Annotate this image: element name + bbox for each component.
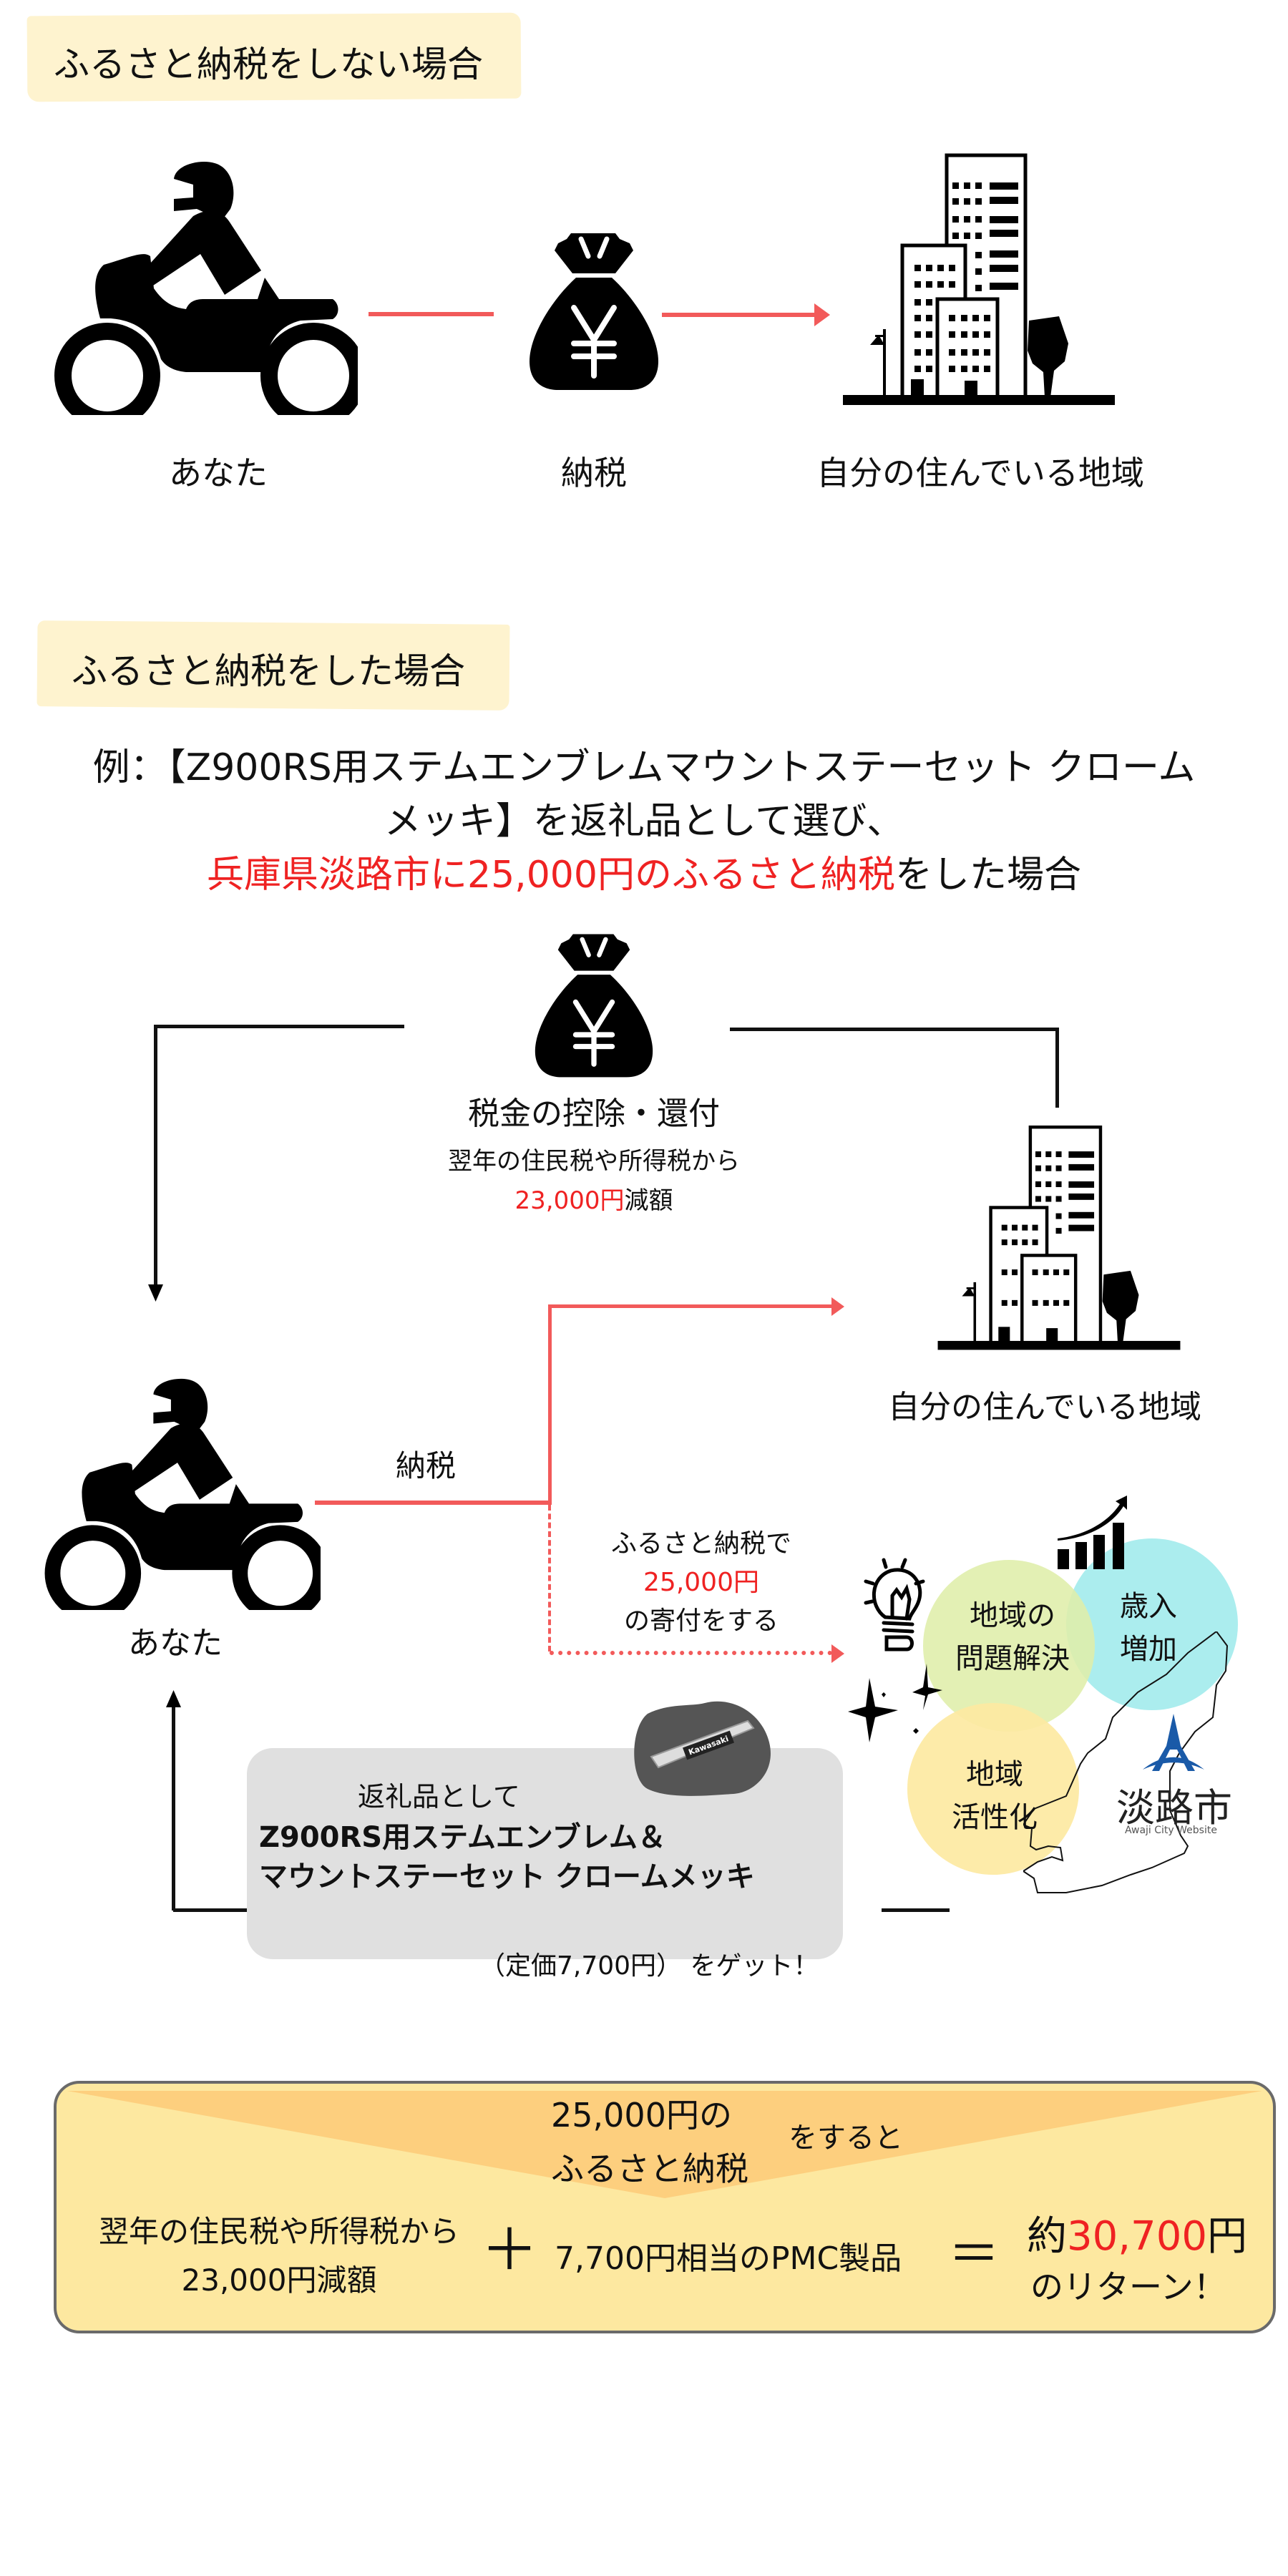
city-logo-sub: Awaji City Website [1125,1825,1217,1836]
deduction-amount: 23,000円減額 [514,1186,673,1215]
arrow-head-icon [831,1644,844,1663]
example-line-1: 例：【Z900RS用ステムエンブレムマウントステーセット クローム [92,746,1196,789]
benefit-circle-problem [923,1560,1095,1732]
example-highlight: 兵庫県淡路市に25,000円のふるさと納税 [207,854,895,897]
donation-line-3: の寄付をする [623,1606,779,1636]
gift-intro: 返礼品として [358,1781,520,1813]
refund-line [882,1908,950,1912]
arrow-head-icon [814,303,830,326]
sparkle-icon [848,1664,942,1742]
motorcycle-rider-icon [44,1378,321,1610]
section1-heading: ふるさと納税をしない場合 [54,44,483,85]
refund-line [154,1025,404,1028]
arrow-down-icon [148,1284,163,1302]
city-logo-name: 淡路市 [1116,1785,1232,1830]
benefit-text-problem: 地域の 問題解決 [955,1599,1070,1675]
label-you: あなた [169,454,268,492]
gift-product-line-1: Z900RS用ステムエンブレム＆ [259,1821,666,1854]
summary-box [54,2081,1276,2333]
you-label: あなた [128,1625,223,1662]
growth-chart-icon [1058,1496,1127,1569]
flow-arrow [662,313,819,317]
gift-product-line-2: マウントステーセット クロームメッキ [259,1860,755,1893]
region-label: 自分の住んでいる地域 [888,1389,1201,1425]
awaji-island-map [1023,1631,1229,1893]
section2-heading: ふるさと納税をした場合 [72,650,465,692]
donation-amount: 25,000円 [643,1568,759,1597]
arrow-up-icon [166,1690,181,1707]
yen-money-bag-icon [535,934,653,1078]
summary-triangle [67,2091,1262,2198]
arrow-head-icon [831,1297,844,1316]
city-buildings-icon [937,1125,1181,1350]
refund-line [172,1705,175,1911]
yen-money-bag-icon [530,233,658,390]
refund-line [730,1028,1059,1031]
example-line-3: 兵庫県淡路市に25,000円のふるさと納税をした場合 [0,844,1288,898]
plus-sign: ＋ [481,2217,538,2283]
benefit-text-revenue: 歳入 増加 [1120,1590,1177,1666]
city-buildings-icon [843,153,1115,405]
summary-middle: 7,700円相当のPMC製品 [555,2240,902,2277]
refund-line [154,1025,157,1289]
awaji-city-logo-icon [1143,1714,1204,1771]
label-region: 自分の住んでいる地域 [816,454,1144,492]
summary-result-line2: のリターン！ [1030,2268,1226,2306]
deduction-title: 税金の控除・還付 [468,1096,720,1132]
tax-label: 納税 [395,1448,456,1483]
example-line-2: メッキ】を返礼品として選び、 [384,800,904,843]
refund-line [1055,1028,1059,1108]
flow-line [548,1304,552,1505]
motorcycle-rider-icon [54,162,358,415]
dashed-flow-line [548,1505,551,1652]
deduction-sub: 翌年の住民税や所得税から [448,1147,740,1176]
flow-line [315,1501,551,1505]
refund-line [173,1908,247,1912]
summary-top-suffix: をすると [789,2122,903,2155]
equals-sign: ＝ [948,2224,1000,2284]
summary-top-amount: 25,000円の [551,2096,732,2135]
example-suffix: をした場合 [894,854,1081,897]
flow-arrow [550,1304,836,1308]
gift-price-note: （定価7,700円） をゲット！ [479,1951,819,1981]
summary-result: 約30,700円 [1027,2213,1247,2260]
result-amount: 30,700 [1067,2213,1207,2260]
donation-line-1: ふるさと納税で [610,1529,791,1558]
dotted-flow-arrow [550,1651,832,1655]
label-tax: 納税 [561,454,627,492]
lightbulb-icon [864,1558,925,1652]
flow-line [369,312,494,316]
summary-top-label: ふるさと納税 [551,2150,748,2188]
summary-left: 翌年の住民税や所得税から 23,000円減額 [98,2214,459,2298]
benefit-text-revitalize: 地域 活性化 [952,1758,1038,1834]
product-emblem-image: Kawasaki [634,1701,771,1796]
